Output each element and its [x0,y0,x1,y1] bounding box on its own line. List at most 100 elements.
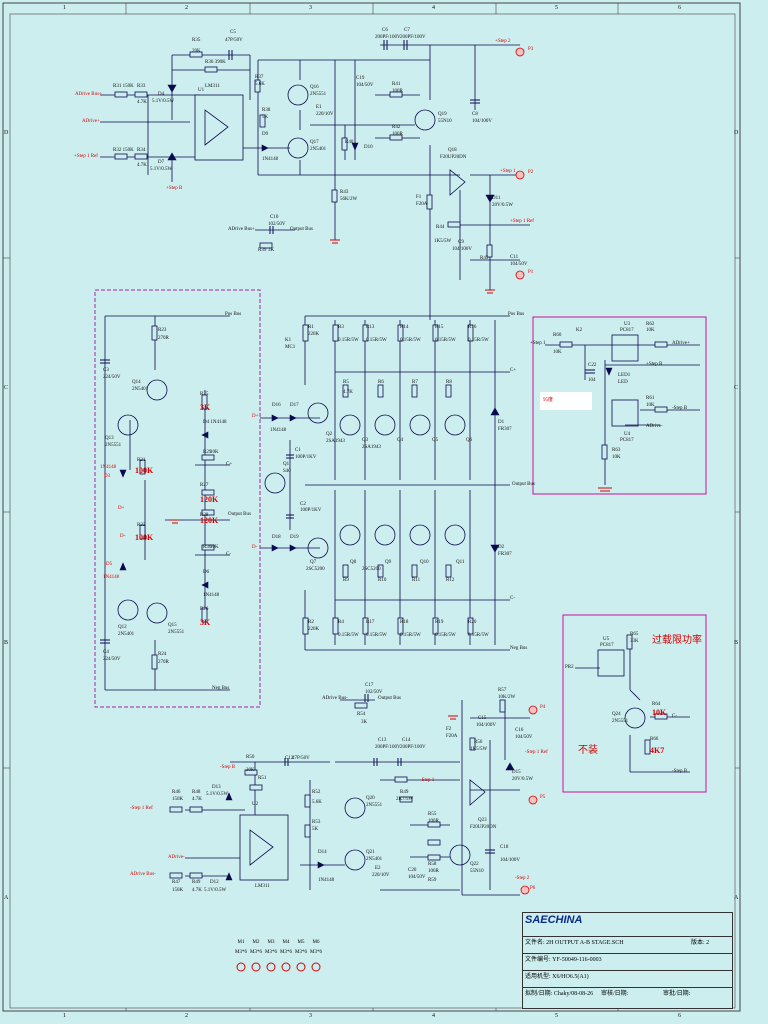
version: 版本: 2 [691,940,710,946]
label-r61v: 10K [646,403,655,408]
label-q21v: 2N5401 [366,857,383,862]
label-d3n: D3 [104,474,111,479]
label-step1ref-bl: -Step 1 Ref [130,806,153,811]
label-q18v: F20UP20DN [440,155,467,160]
label-d5: D5 [106,562,113,567]
label-r42v: 100R [392,132,403,137]
label-qc5200: 2SC5200 [362,567,381,572]
label-adrive-bus-plus2: ADrive Bus+ [228,227,255,232]
label-r4v: 0.15R/5W [338,633,359,638]
label-stepb-t: +Step B [646,362,663,367]
label-r49v: 4.7K [192,888,202,893]
label-d6v: 1N4148 [203,593,220,598]
label-r27: R27 [200,483,209,488]
mount-value: M3*6 [295,950,307,955]
label-d5v: 1N4148 [103,575,120,580]
label-d1: D1 [498,420,505,425]
label-q17v: 2N5401 [310,147,327,152]
label-stepb-t2: -Step B [672,406,688,411]
label-r24: R24 [158,652,167,657]
label-r66v: 4K7 [650,746,665,755]
label-q6: Q6 [466,438,473,443]
label-r49: R49 [192,880,201,885]
label-c10v: 102/50V [268,222,286,227]
label-r19: R19 [435,620,444,625]
label-adrive-minus-t: ADrive- [646,424,663,429]
label-r58v: 100R [428,869,439,874]
grid-col-2: 2 [185,5,188,11]
label-r41v: 100R [392,89,403,94]
grid-row-d-right: D [734,130,739,136]
label-r20: R20 [468,620,477,625]
mount-value: M3*6 [250,950,262,955]
label-r16: R16 [468,325,477,330]
label-d11: D11 [492,196,501,201]
label-r2: R2 [308,620,314,625]
label-q4: Q4 [397,438,404,443]
label-output-bus: Output Bus [290,227,313,232]
label-c5: C5 [230,30,236,35]
label-r23: R23 [158,328,167,333]
label-r21: R21 [137,458,146,463]
grid-col-4: 4 [432,5,435,11]
grid-col-6-bottom: 6 [678,1013,681,1019]
label-q2v: 2SA1943 [326,439,345,444]
grid-row-c: C [4,385,9,391]
label-r14v: 0.15R/5W [400,338,421,343]
grid-row-d: D [4,130,9,136]
label-r35: R35 [192,38,201,43]
mount-value: M3*6 [265,950,277,955]
label-c5v: 47P/50V [225,38,243,43]
label-c12: C12 [285,756,294,761]
label-c11v: 104/50V [510,262,528,267]
label-q19v: 55N10 [438,119,452,124]
label-c2: C2 [300,502,306,507]
mount-name: M4 [282,940,290,945]
label-c1v: 100P/1KV [295,455,317,460]
label-r50v: 20K [246,768,255,773]
label-r18v: 0.15R/5W [400,633,421,638]
label-r39: R39 [258,248,267,253]
approved: 审批/日期: [663,991,691,997]
label-c4v: 224/50V [103,657,121,662]
label-d4v: 5.1V/0.5W [152,99,175,104]
label-c19: C19 [356,76,365,81]
label-c4: C4 [103,650,109,655]
grid-col-1-bottom: 1 [63,1013,66,1019]
label-r49b: R49 [400,790,409,795]
label-r57: R57 [498,688,507,693]
label-u5: U5 [603,637,610,642]
label-r44v: 1K5/5W [434,239,452,244]
label-r30: R30 [203,545,212,550]
label-f2v: F20A [446,734,458,739]
label-q20v: 2N5551 [366,803,383,808]
label-d16: D16 [272,403,281,408]
label-r31: R31 150K [113,84,134,89]
grid-col-2-bottom: 2 [185,1013,188,1019]
label-title-cn: 过载限功率 [652,635,702,646]
label-q17: Q17 [310,140,319,145]
label-r66: R66 [650,737,659,742]
label-r29v: 10K [210,450,219,455]
label-output-bus-b: Output Bus [378,696,401,701]
label-r60v: 10K [553,350,562,355]
label-step1ref-b: -Step 1 Ref [525,750,548,755]
label-adrive-minus-b: ADrive- [168,855,185,860]
label-r52v: 5.6K [312,800,322,805]
label-r48: R48 [192,790,201,795]
label-adrive-bus-minus: ADrive Bus- [322,696,348,701]
label-step1-t: +Step 1 [530,341,546,346]
label-ledv: LED [618,380,628,385]
grid-col-3-bottom: 3 [309,1013,312,1019]
label-r15: R15 [435,325,444,330]
label-not-fit: 不装 [578,745,598,756]
label-r11: R11 [412,578,421,583]
label-d4b: D4 1N4148 [203,420,227,425]
mount-value: M3*6 [310,950,322,955]
label-r56: R56 [474,740,483,745]
label-p5: P5 [540,795,546,800]
file-no-row: 文件编号: YF-50049-116-0003 [523,953,732,967]
mount-name: M6 [312,940,320,945]
label-adrive-bus-minus-b: ADrive Bus- [130,872,156,877]
